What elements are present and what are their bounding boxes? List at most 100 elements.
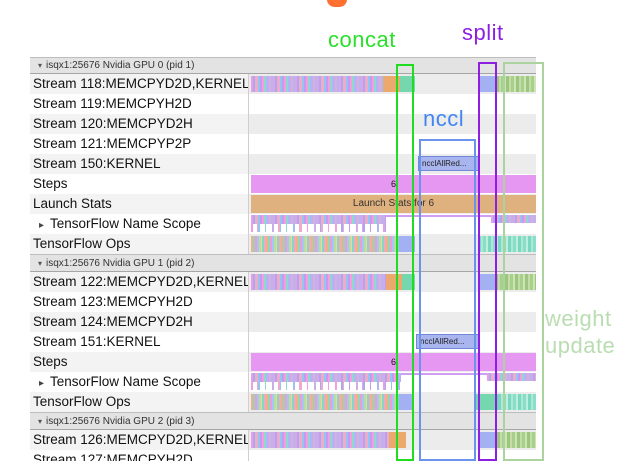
weight-update-highlight-box	[503, 62, 544, 461]
section-header-gpu0[interactable]: ▾ isqx1:25676 Nvidia GPU 0 (pid 1)	[30, 57, 536, 74]
collapse-triangle-icon[interactable]: ▾	[38, 61, 43, 70]
track-label: Stream 127:MEMCPYH2D	[30, 450, 248, 461]
track-timeline	[248, 74, 536, 94]
name-scope-events-right[interactable]	[491, 215, 536, 223]
track-row-stream-121: Stream 121:MEMCPYP2P	[30, 134, 536, 154]
ops-events-right[interactable]	[498, 394, 536, 410]
track-row-stream-123: Stream 123:MEMCPYH2D	[30, 292, 536, 312]
track-label: Stream 118:MEMCPYD2D,KERNEL,ME	[30, 74, 248, 94]
trace-event-concat[interactable]	[400, 76, 415, 92]
launch-stats-bar[interactable]: Launch Stats for 6	[251, 195, 536, 213]
track-timeline	[248, 292, 536, 312]
track-row-launch-stats: Launch Stats Launch Stats for 6	[30, 194, 536, 214]
track-label: Stream 124:MEMCPYD2H	[30, 312, 248, 332]
track-row-stream-124: Stream 124:MEMCPYD2H	[30, 312, 536, 332]
annotation-weight-update: weight update	[545, 305, 615, 359]
track-label: Stream 151:KERNEL	[30, 332, 248, 352]
steps-bar[interactable]: 6	[251, 175, 536, 193]
ops-events-dense[interactable]	[251, 236, 399, 252]
ops-event-blue[interactable]	[399, 394, 414, 410]
track-label: Stream 121:MEMCPYP2P	[30, 134, 248, 154]
track-timeline	[248, 214, 536, 234]
track-timeline	[248, 450, 536, 461]
track-label-expandable[interactable]: ▸ TensorFlow Name Scope	[30, 214, 248, 234]
collapse-triangle-icon[interactable]: ▾	[38, 416, 43, 426]
track-label-expandable[interactable]: ▸ TensorFlow Name Scope	[30, 372, 248, 392]
track-timeline: 6	[248, 174, 536, 194]
track-row-stream-126: Stream 126:MEMCPYD2D,KERNEL,MI	[30, 430, 536, 450]
track-label-text: TensorFlow Name Scope	[50, 216, 201, 231]
track-label: Stream 120:MEMCPYD2H	[30, 114, 248, 134]
expand-triangle-icon[interactable]: ▸	[39, 220, 45, 231]
track-row-stream-127: Stream 127:MEMCPYH2D	[30, 450, 536, 461]
trace-event-split[interactable]	[479, 274, 495, 290]
name-scope-events-right[interactable]	[487, 373, 536, 381]
trace-events-weight-update[interactable]	[497, 432, 536, 448]
clipped-orange-glyph	[327, 0, 347, 7]
track-label: TensorFlow Ops	[30, 234, 248, 254]
track-row-stream-151: Stream 151:KERNEL ncclAllRed...	[30, 332, 536, 352]
ops-event-blue[interactable]	[399, 236, 415, 252]
name-scope-events-nested[interactable]	[251, 224, 386, 232]
trace-events-dense[interactable]	[251, 76, 383, 92]
track-timeline: Launch Stats for 6	[248, 194, 536, 214]
track-row-name-scope-gpu1: ▸ TensorFlow Name Scope	[30, 372, 536, 392]
track-timeline	[248, 392, 536, 412]
track-label: Stream 123:MEMCPYH2D	[30, 292, 248, 312]
track-row-stream-122: Stream 122:MEMCPYD2D,KERNEL,MI	[30, 272, 536, 292]
track-label: Steps	[30, 174, 248, 194]
track-timeline: ncclAllRed...	[248, 154, 536, 174]
annotation-weight-line1: weight	[545, 306, 612, 331]
track-row-stream-120: Stream 120:MEMCPYD2H	[30, 114, 536, 134]
collapse-triangle-icon[interactable]: ▾	[38, 258, 43, 268]
track-row-steps-gpu1: Steps 6	[30, 352, 536, 372]
track-label: Stream 150:KERNEL	[30, 154, 248, 174]
track-label: Stream 122:MEMCPYD2D,KERNEL,MI	[30, 272, 248, 292]
track-row-name-scope-gpu0: ▸ TensorFlow Name Scope	[30, 214, 536, 234]
track-row-stream-119: Stream 119:MEMCPYH2D	[30, 94, 536, 114]
ops-events-right[interactable]	[478, 236, 536, 252]
trace-event-orange[interactable]	[383, 76, 400, 92]
track-timeline	[248, 312, 536, 332]
section-header-gpu1[interactable]: ▾ isqx1:25676 Nvidia GPU 1 (pid 2)	[30, 254, 536, 272]
track-label: Stream 119:MEMCPYH2D	[30, 94, 248, 114]
trace-events-weight-update[interactable]	[495, 274, 536, 290]
name-scope-events[interactable]	[251, 215, 386, 224]
name-scope-events[interactable]	[251, 373, 401, 382]
split-highlight-box	[478, 62, 497, 461]
track-timeline	[248, 114, 536, 134]
trace-events-dense[interactable]	[251, 274, 386, 290]
steps-bar[interactable]: 6	[251, 353, 536, 371]
concat-highlight-box	[396, 64, 414, 461]
section-header-gpu2[interactable]: ▾ isqx1:25676 Nvidia GPU 2 (pid 3)	[30, 412, 536, 430]
name-scope-events-nested[interactable]	[251, 382, 401, 390]
track-timeline	[248, 272, 536, 292]
annotation-split: split	[462, 20, 504, 45]
trace-event-split[interactable]	[479, 432, 497, 448]
nccl-highlight-box	[419, 139, 476, 461]
track-label-text: TensorFlow Name Scope	[50, 374, 201, 389]
section-header-label: isqx1:25676 Nvidia GPU 2 (pid 3)	[46, 415, 195, 427]
section-header-label: isqx1:25676 Nvidia GPU 0 (pid 1)	[46, 60, 195, 71]
track-row-ops-gpu1: TensorFlow Ops	[30, 392, 536, 412]
section-header-label: isqx1:25676 Nvidia GPU 1 (pid 2)	[46, 257, 195, 269]
track-timeline: 6	[248, 352, 536, 372]
track-timeline	[248, 94, 536, 114]
annotation-nccl: nccl	[423, 106, 465, 131]
expand-triangle-icon[interactable]: ▸	[39, 378, 45, 389]
trace-events-weight-update[interactable]	[496, 76, 536, 92]
name-scope-line	[251, 215, 536, 217]
trace-event-concat[interactable]	[402, 274, 415, 290]
track-timeline	[248, 430, 536, 450]
trace-events-dense[interactable]	[251, 432, 389, 448]
ops-event-teal[interactable]	[476, 394, 498, 410]
annotation-weight-line2: update	[545, 333, 616, 358]
track-row-ops-gpu0: TensorFlow Ops	[30, 234, 536, 254]
ops-events-dense[interactable]	[251, 394, 399, 410]
track-row-stream-150: Stream 150:KERNEL ncclAllRed...	[30, 154, 536, 174]
track-timeline	[248, 234, 536, 254]
trace-event-orange[interactable]	[386, 274, 402, 290]
track-timeline	[248, 372, 536, 392]
trace-event-split[interactable]	[479, 76, 496, 92]
